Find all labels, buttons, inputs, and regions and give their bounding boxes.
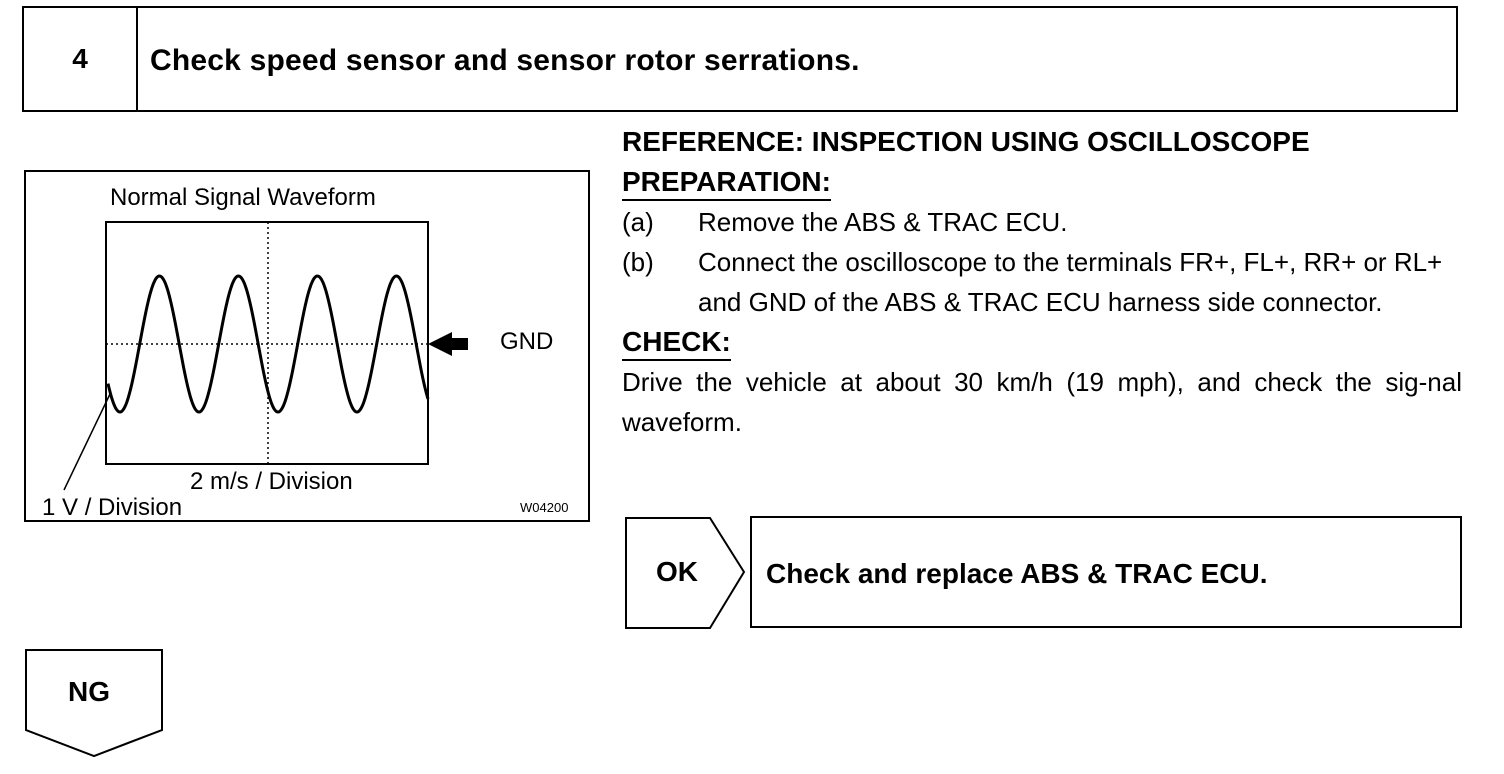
list-item: (b) Connect the oscilloscope to the term… — [622, 242, 1472, 322]
item-text: Connect the oscilloscope to the terminal… — [698, 247, 1443, 317]
reference-heading: REFERENCE: INSPECTION USING OSCILLOSCOPE — [622, 126, 1310, 157]
gnd-label: GND — [500, 328, 554, 355]
ok-result-box: Check and replace ABS & TRAC ECU. — [750, 516, 1462, 628]
volt-leader-line — [63, 393, 111, 491]
ok-label: OK — [656, 556, 698, 587]
waveform-diagram — [63, 221, 468, 491]
item-text: Remove the ABS & TRAC ECU. — [698, 207, 1068, 237]
item-label: (b) — [622, 247, 654, 277]
signal-waveform — [106, 274, 430, 414]
waveform-figure: Normal Signal Waveform GND 2 m/s / Divis… — [24, 170, 590, 522]
check-heading: CHECK: — [622, 325, 731, 361]
time-division-label: 2 m/s / Division — [190, 468, 353, 495]
ng-arrow-shape — [25, 649, 163, 758]
volt-division-label: 1 V / Division — [42, 494, 183, 521]
check-text: Drive the vehicle at about 30 km/h (19 m… — [622, 367, 1462, 437]
step-header: 4 Check speed sensor and sensor rotor se… — [22, 6, 1458, 112]
ok-result-text: Check and replace ABS & TRAC ECU. — [766, 558, 1268, 589]
gnd-arrow-icon — [428, 332, 468, 356]
ok-arrow-shape — [625, 517, 746, 629]
figure-code: W04200 — [520, 500, 569, 515]
item-label: (a) — [622, 207, 654, 237]
list-item: (a) Remove the ABS & TRAC ECU. — [622, 202, 1472, 242]
ng-label: NG — [68, 676, 110, 707]
step-number: 4 — [24, 8, 138, 110]
figure-title: Normal Signal Waveform — [110, 184, 376, 211]
reference-section: REFERENCE: INSPECTION USING OSCILLOSCOPE… — [622, 122, 1472, 442]
preparation-heading: PREPARATION: — [622, 165, 831, 201]
oscilloscope-grid-frame — [105, 221, 429, 465]
step-title: Check speed sensor and sensor rotor serr… — [150, 44, 860, 77]
